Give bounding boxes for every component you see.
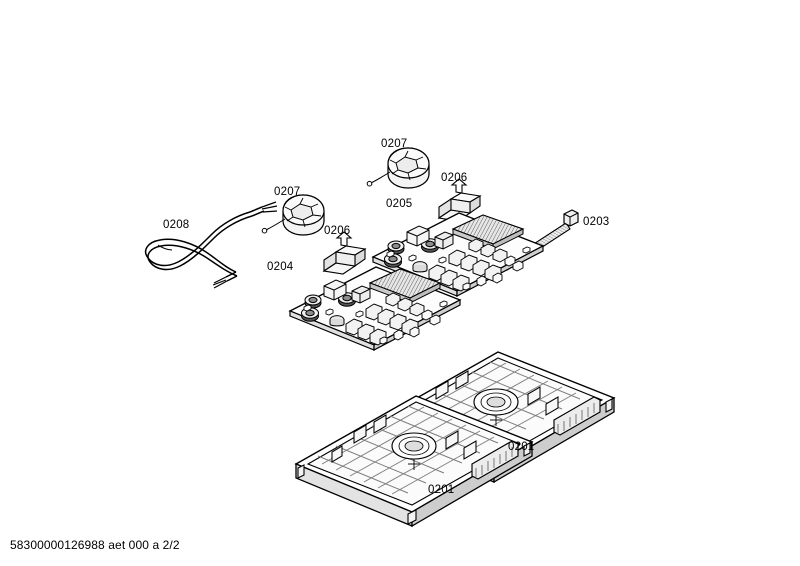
- part-label-0201-upper: 0201: [508, 441, 535, 453]
- part-label-0206-left: 0206: [324, 225, 351, 237]
- part-label-0206-right: 0206: [441, 172, 468, 184]
- part-label-0207-left: 0207: [274, 186, 301, 198]
- part-0207-cooling-fan-top: [366, 147, 430, 189]
- part-label-0207-top: 0207: [381, 138, 408, 150]
- part-0206-bracket-left: [323, 231, 366, 275]
- drawing-footer-reference: 58300000126988 aet 000 a 2/2: [10, 538, 180, 552]
- part-label-0205: 0205: [386, 198, 413, 210]
- part-0208-power-cord: [144, 201, 278, 289]
- part-0207-cooling-fan-left: [261, 194, 325, 236]
- part-label-0203: 0203: [583, 216, 610, 228]
- part-label-0208: 0208: [163, 219, 190, 231]
- part-label-0201-lower: 0201: [428, 484, 455, 496]
- part-label-0204: 0204: [267, 261, 294, 273]
